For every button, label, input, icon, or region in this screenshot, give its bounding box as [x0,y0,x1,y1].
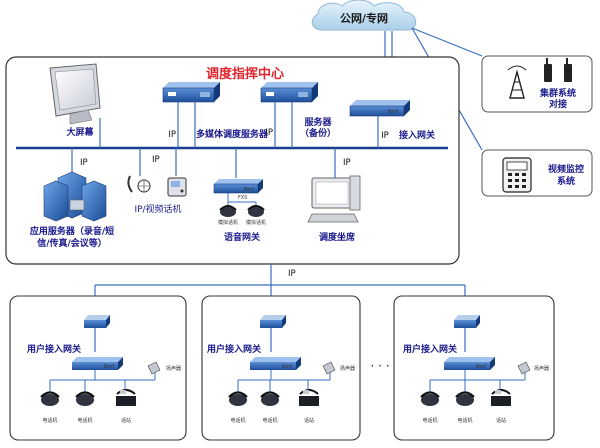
branch-2-phone-icon-2 [260,391,280,406]
branch-2-phone-icon-1 [228,391,248,406]
branch-3-gateway-label: 用户接入网关 [402,343,457,355]
ip-label-media-server: IP [168,130,176,140]
branch-3-phone-icon-2 [455,391,475,406]
walkie-talkie-icon-2 [564,58,572,82]
branch-2-gateway-label: 用户接入网关 [206,343,261,355]
branch-1-gateway-label: 用户接入网关 [26,343,81,355]
ip-label-backup-server: IP [265,128,273,138]
branch-2-gateway-brand: Bmf [282,364,292,370]
branch-2-fax-label: 话站 [304,417,314,424]
video-surveillance-label-line2: 系统 [557,175,575,187]
fxs-label: FXS [238,195,247,201]
branch-3-fax-label: 话站 [496,417,506,424]
app-server-label-line1: 应用服务器（录音/短 [30,225,114,237]
branch-1-router-icon [84,315,110,328]
branch-3-phone-label-1: 电话机 [422,417,437,424]
branch-1-phone-label-2: 电话机 [77,417,92,424]
branch-2-gateway-device-icon: Bmf [250,357,301,370]
branch-3-speaker-icon [517,361,531,375]
voice-gateway-device-icon: Bmf [213,179,263,194]
ip-video-phone-label: IP/视频话机 [134,203,181,215]
access-gateway-brand: Bmf [388,109,398,115]
big-screen-label: 大屏幕 [66,126,94,138]
media-server-label: 多媒体调度服务器 [196,128,269,140]
branch-3-gateway-device-icon: Bmf [444,357,495,370]
ip-label-dispatch-seat: IP [343,158,351,168]
branch-1-speaker-label: 扬声器 [166,365,181,372]
trunking-system-label-line1: 集群系统 [539,87,576,99]
branch-2-phone-label-2: 电话机 [262,417,277,424]
video-terminal-icon [502,157,532,193]
dispatch-seat-pc-icon [307,175,361,223]
dispatch-seat-label: 调度坐席 [319,231,355,243]
branch-1-gateway-brand: Bmf [104,364,114,370]
trunking-system-box [481,55,593,113]
dispatch-center-frame [5,56,460,265]
branch-1-fax-icon [116,389,136,406]
branch-3-fax-icon [491,389,511,406]
analog-phone-icon-1 [219,205,237,217]
branch-site-1: 用户接入网关 Bmf 扬声器 电话机 电话机 [9,295,187,441]
branch-site-2: 用户接入网关 Bmf 扬声器 电话机 电话机 [201,295,361,441]
branch-2-speaker-icon [322,361,336,375]
backup-server-icon [260,82,318,103]
access-gateway-label: 接入网关 [399,129,435,141]
backup-server-label-line1: 服务器 [304,116,332,128]
backup-server-label-line2: （备份） [300,127,336,139]
cloud-label: 公网/专网 [340,11,388,25]
ip-label-ip-phone: IP [152,155,160,165]
voice-gateway-brand: Bmf [244,187,254,193]
access-gateway-device-icon: Bmf [349,100,410,117]
branch-1-phone-icon-1 [40,391,60,406]
branch-3-phone-icon-1 [420,391,440,406]
more-branches-ellipsis: · · · [370,359,389,373]
branch-3-phone-label-2: 电话机 [457,417,472,424]
dispatch-center-title: 调度指挥中心 [206,66,284,82]
branch-1-phone-label-1: 电话机 [42,417,57,424]
video-phone-icon [167,177,187,197]
walkie-talkie-icon-1 [544,58,552,82]
branch-2-router-icon [260,315,286,328]
voice-gateway-label: 语音网关 [224,231,260,243]
branch-1-gateway-device-icon: Bmf [72,357,123,370]
branch-3-speaker-label: 扬声器 [534,365,549,372]
ip-label-uplink: IP [288,269,296,279]
analog-phone-label-1: 模拟话机 [218,219,238,226]
media-dispatch-server-icon [162,82,220,103]
branch-2-phone-label-1: 电话机 [230,417,245,424]
app-server-label-line2: 信/传真/会议等） [37,237,107,249]
ip-phone-icon [127,175,151,193]
public-network-cloud: 公网/专网 [311,0,417,31]
branch-1-speaker-icon [147,361,161,375]
trunking-system-label-line2: 对接 [549,98,567,110]
analog-phone-icon-2 [247,205,265,217]
ip-label-app-server: IP [80,158,88,168]
branch-1-fax-label: 话站 [121,417,131,424]
big-screen-monitor-icon [49,63,101,125]
branch-1-phone-icon-2 [75,391,95,406]
app-server-cluster-icon [43,171,107,222]
branch-site-3: 用户接入网关 Bmf 扬声器 电话机 电话机 [393,295,555,441]
ip-label-access-gateway: IP [381,131,389,141]
radio-tower-icon [507,65,527,99]
video-surveillance-label-line1: 视频监控 [548,163,584,175]
branch-2-fax-icon [299,389,319,406]
branch-3-gateway-brand: Bmf [476,364,486,370]
branch-2-speaker-label: 扬声器 [340,365,355,372]
branch-3-router-icon [454,315,480,328]
analog-phone-label-2: 模拟话机 [246,219,266,226]
